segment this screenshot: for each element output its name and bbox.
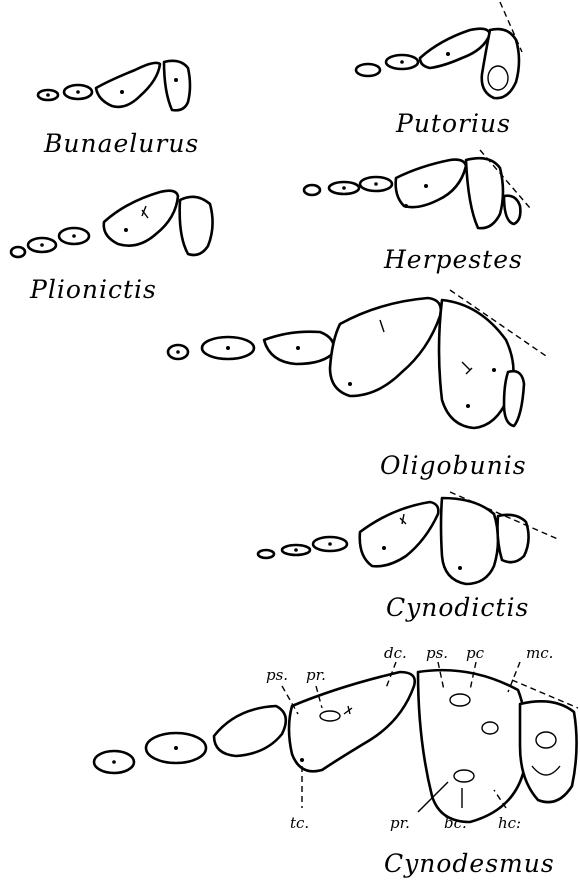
cynodesmus-dentition (94, 662, 578, 822)
genus-label-cynodictis: Cynodictis (386, 593, 529, 622)
cusp-label-dc: dc. (384, 644, 407, 662)
bunaelurus-dentition (38, 61, 190, 110)
cusp-label-pc: pc (466, 644, 485, 662)
cusp-label-tc: tc. (290, 814, 309, 832)
genus-label-bunaelurus: Bunaelurus (43, 129, 199, 158)
cusp-label-ps-molar: ps. (426, 644, 448, 662)
herpestes-dentition (304, 150, 530, 228)
cynodictis-dentition (258, 492, 560, 584)
genus-label-herpestes: Herpestes (383, 245, 523, 274)
genus-label-cynodesmus: Cynodesmus (384, 849, 555, 878)
cusp-label-hc: hc: (498, 814, 521, 832)
plionictis-dentition (11, 191, 213, 257)
genus-label-plionictis: Plionictis (29, 275, 157, 304)
putorius-dentition (356, 2, 522, 98)
cusp-label-bc: bc. (444, 814, 467, 832)
cusp-label-ps-paracone: ps. (266, 666, 288, 684)
cusp-label-pr-lower: pr. (390, 814, 410, 832)
genus-label-putorius: Putorius (395, 109, 511, 138)
cusp-label-pr-protocone: pr. (306, 666, 326, 684)
genus-label-oligobunis: Oligobunis (380, 451, 527, 480)
oligobunis-dentition (168, 290, 546, 428)
cusp-label-mc: mc. (526, 644, 553, 662)
